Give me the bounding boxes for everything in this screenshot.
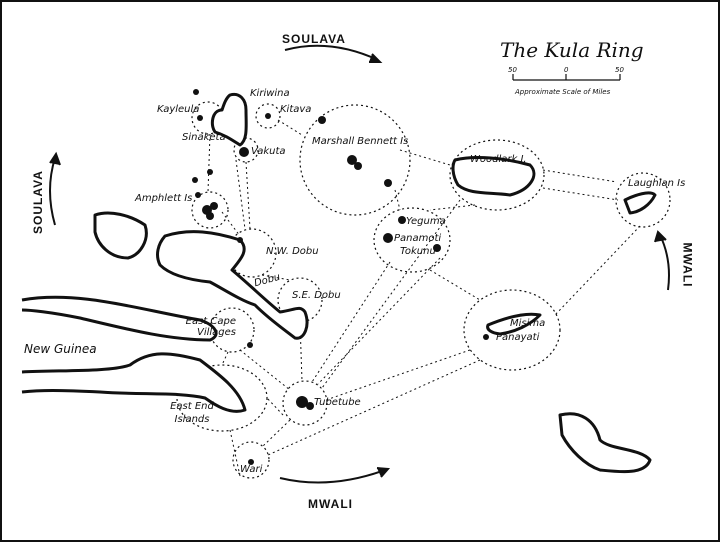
new-guinea-east-end xyxy=(21,352,247,413)
route-mwali-bottom: MWALI xyxy=(308,497,353,511)
label-panayati: Panayati xyxy=(496,332,540,343)
label-new-guinea: New Guinea xyxy=(24,342,97,356)
misima-island xyxy=(486,312,542,336)
route-arrows xyxy=(49,44,670,484)
circle-laughlan xyxy=(615,172,671,228)
label-kitava: Kitava xyxy=(280,104,312,115)
circle-woodlark xyxy=(449,139,545,211)
label-vakuta: Vakuta xyxy=(251,146,286,157)
route-soulava-top: SOULAVA xyxy=(282,32,346,46)
circle-east-cape xyxy=(209,307,255,353)
scale-left: 50 xyxy=(508,66,517,74)
small-islands xyxy=(192,89,489,465)
map-title: The Kula Ring xyxy=(500,38,644,62)
circle-misima xyxy=(463,289,561,371)
label-se-dobu: S.E. Dobu xyxy=(292,290,341,301)
label-panamoti: Panamoti xyxy=(394,233,442,244)
mwali-bottom-arrow xyxy=(279,469,386,484)
label-woodlark: Woodlark I. xyxy=(470,154,527,165)
woodlark-island xyxy=(451,156,536,197)
kiriwina-island xyxy=(210,92,248,147)
label-east-cape: East Cape Villages xyxy=(185,316,236,338)
mwali-right-arrow xyxy=(659,234,670,291)
label-tubetube: Tubetube xyxy=(314,397,361,408)
label-marshall-bennett: Marshall Bennett Is xyxy=(312,136,409,147)
label-kiriwina: Kiriwina xyxy=(250,88,290,99)
circle-nw-dobu xyxy=(227,228,277,278)
route-soulava-left: SOULAVA xyxy=(30,170,45,234)
label-yeguma: Yeguma xyxy=(406,216,446,227)
circle-east-end xyxy=(176,364,268,432)
circle-amphlett xyxy=(191,191,229,229)
kula-district-circles xyxy=(176,101,671,479)
soulava-left-arrow xyxy=(49,157,56,226)
scale-caption: Approximate Scale of Miles xyxy=(515,88,611,96)
label-east-end: East End Islands xyxy=(170,401,214,425)
rossel-island xyxy=(558,412,652,474)
circle-marshall-bennett xyxy=(299,104,411,216)
label-amphlett: Amphlett Is xyxy=(135,193,193,204)
scale-right: 50 xyxy=(615,66,624,74)
islands xyxy=(21,92,657,474)
exchange-routes xyxy=(207,119,641,477)
label-nw-dobu: N.W. Dobu xyxy=(266,246,319,257)
label-wari: Wari xyxy=(240,464,263,475)
label-laughlan: Laughlan Is xyxy=(628,178,686,189)
label-tokunu: Tokunu xyxy=(400,246,436,257)
goodenough-island xyxy=(93,211,148,260)
new-guinea-mainland xyxy=(21,295,218,342)
laughlan-islands xyxy=(623,191,657,215)
fergusson-island xyxy=(156,230,309,340)
route-mwali-right: MWALI xyxy=(680,242,695,288)
circle-wari xyxy=(232,441,270,479)
circle-yeguma xyxy=(373,207,451,273)
scale-mid: 0 xyxy=(564,66,569,74)
label-kayleula: Kayleula xyxy=(157,104,200,115)
soulava-top-arrow xyxy=(284,44,379,61)
label-misima: Misima xyxy=(510,318,546,329)
circle-tubetube xyxy=(282,380,328,426)
label-sinaketa: Sinaketa xyxy=(182,132,226,143)
circle-kitava xyxy=(255,103,281,129)
circle-se-dobu xyxy=(277,277,323,323)
scale-bar xyxy=(512,74,621,81)
